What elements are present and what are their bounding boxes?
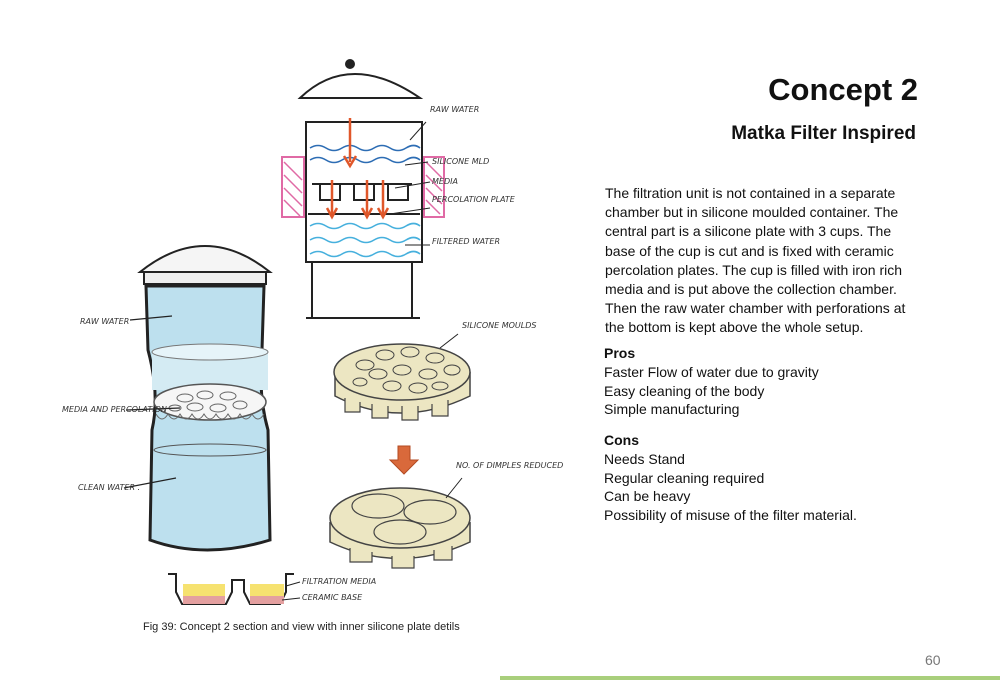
pros-heading: Pros <box>604 345 636 361</box>
label-percolation-plate: PERCOLATION PLATE <box>432 195 516 204</box>
list-item: Simple manufacturing <box>604 401 740 417</box>
label-ceramic-base: CERAMIC BASE <box>302 593 363 602</box>
figure-caption: Fig 39: Concept 2 section and view with … <box>143 621 460 633</box>
footer-accent-line <box>500 676 1000 680</box>
label-filtration-media: FILTRATION MEDIA <box>302 577 376 586</box>
label-filtered-water: FILTERED WATER <box>432 237 500 246</box>
label-media: MEDIA <box>432 177 458 186</box>
label-clean-water: CLEAN WATER . <box>78 483 140 492</box>
section-view-sketch <box>281 59 445 319</box>
pros-list: Faster Flow of water due to gravity Easy… <box>604 363 819 419</box>
cons-heading: Cons <box>604 432 639 448</box>
silicone-mould-sketch <box>329 333 471 569</box>
sketch-labels: RAW WATER SILICONE MLD MEDIA PERCOLATION… <box>62 105 563 602</box>
list-item: Faster Flow of water due to gravity <box>604 364 819 380</box>
label-dimples-reduced: NO. OF DIMPLES REDUCED <box>456 461 563 470</box>
list-item: Needs Stand <box>604 451 685 467</box>
page-subtitle: Matka Filter Inspired <box>731 123 916 144</box>
label-raw-water-top: RAW WATER <box>430 105 479 114</box>
list-item: Can be heavy <box>604 488 691 504</box>
page-number: 60 <box>925 652 941 668</box>
list-item: Possibility of misuse of the filter mate… <box>604 506 857 523</box>
label-raw-water-left: RAW WATER <box>80 317 129 326</box>
description-paragraph: The filtration unit is not contained in … <box>605 185 906 336</box>
label-silicone-moulds: SILICONE MOULDS <box>462 321 536 330</box>
label-silicone-mold: SILICONE MLD <box>432 157 489 166</box>
list-item: Easy cleaning of the body <box>604 382 765 399</box>
list-item: Regular cleaning required <box>604 469 765 486</box>
label-media-percolation: MEDIA AND PERCOLATION <box>62 405 167 414</box>
page-title: Concept 2 <box>768 72 918 107</box>
bottle-sketch <box>123 245 273 552</box>
cons-list: Needs Stand Regular cleaning required Ca… <box>604 450 857 524</box>
cup-detail-sketch <box>168 573 301 605</box>
